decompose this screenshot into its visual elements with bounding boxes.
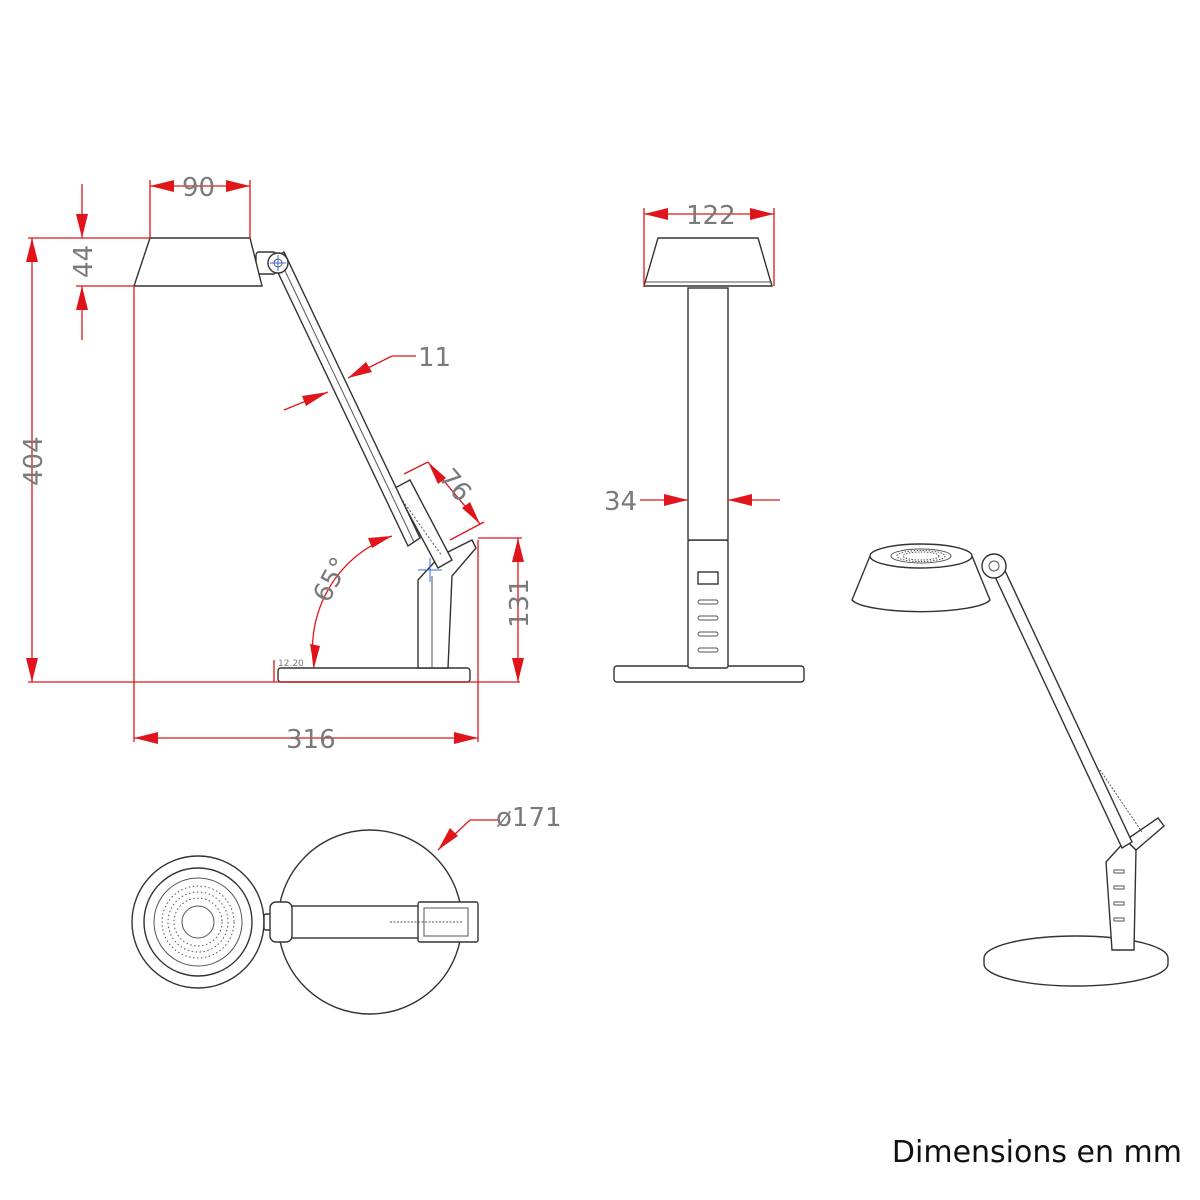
persp-arm [989, 559, 1133, 849]
dim-hinge-length: 76 [433, 463, 477, 508]
front-dimensions: 122 34 [604, 201, 780, 517]
perspective-view [851, 543, 1169, 987]
side-base [277, 667, 471, 683]
side-hinge-housing [394, 479, 453, 569]
side-spring [397, 493, 443, 557]
front-shade [643, 237, 773, 287]
front-view [613, 237, 805, 683]
side-dimensions: 90 44 404 11 76 65° [19, 173, 535, 755]
units-caption: Dimensions en mm [891, 1135, 1182, 1170]
dim-base-diameter: ø171 [496, 803, 562, 833]
dim-shade-width: 90 [182, 173, 215, 203]
persp-column [1105, 838, 1137, 951]
persp-joint [981, 553, 1007, 579]
dim-front-shade-width: 122 [686, 201, 736, 231]
persp-shade [851, 555, 991, 613]
dim-total-height: 404 [19, 436, 49, 486]
front-column [687, 287, 729, 541]
top-view [131, 829, 479, 1015]
dim-arm-width: 11 [418, 343, 451, 373]
dim-column-width: 34 [604, 487, 637, 517]
dim-shade-height: 44 [69, 245, 99, 278]
side-view [133, 237, 477, 683]
side-shade [133, 237, 263, 287]
dim-total-depth: 316 [286, 725, 336, 755]
dim-base-height: 131 [505, 578, 535, 628]
top-dimensions: ø171 [437, 803, 562, 851]
dim-base-thickness: 12.20 [278, 659, 304, 669]
dim-angle: 65° [308, 553, 356, 608]
